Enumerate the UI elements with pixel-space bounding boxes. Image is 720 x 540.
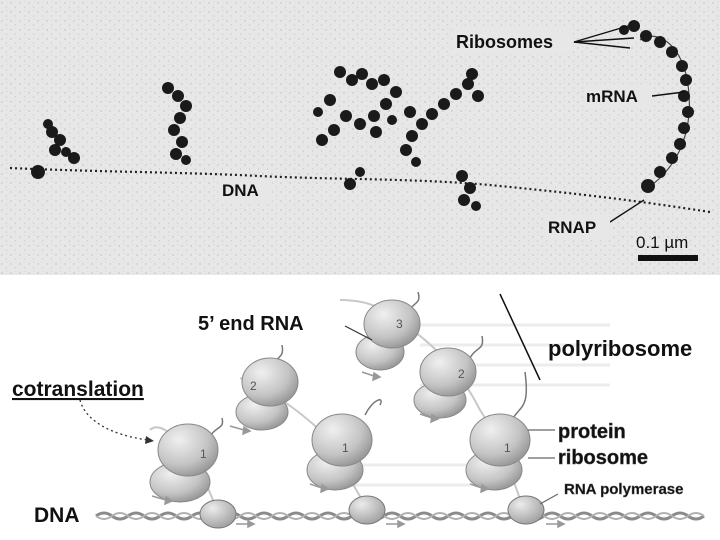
ribosomes-pointer-a — [573, 25, 629, 43]
rna-polymerases — [199, 495, 545, 529]
scale-bar-label: 0.1 µm — [636, 233, 688, 252]
rnap-label-bg — [546, 214, 610, 238]
rna-polymerase-label: RNA polymerase — [564, 481, 684, 498]
ribosome-number: 2 — [458, 367, 465, 381]
dna-label: DNA — [222, 181, 259, 200]
rna-polymerase-pointer — [539, 493, 559, 505]
protein-label: protein — [558, 421, 626, 443]
ribosome-number: 1 — [504, 441, 511, 455]
mrna-label-bg — [584, 84, 652, 108]
rna-polymerase-2 — [348, 495, 386, 525]
polyribosome-label: polyribosome — [548, 336, 692, 361]
scale-bar — [638, 255, 698, 261]
ribosomes-pointer-b — [573, 37, 635, 43]
polysome-cluster-1 — [31, 119, 80, 179]
dna-label-bg — [218, 178, 272, 202]
ribosome-group-4: 3 — [355, 299, 421, 371]
schematic-diagram: 1 2 1 3 2 1 — [0, 282, 720, 540]
dna-helix-strand-2 — [95, 512, 705, 520]
rna-polymerase-3 — [507, 495, 545, 525]
cotranslation-arrowhead — [145, 436, 154, 444]
polysome-cluster-4 — [344, 68, 484, 190]
five-prime-pointer — [344, 325, 373, 341]
cotranslation-pointer — [79, 399, 149, 441]
ribosomes-label-bg — [452, 28, 572, 54]
electron-micrograph: Ribosomes mRNA DNA RNAP 0.1 µm — [0, 0, 720, 275]
schematic-dna-label: DNA — [34, 504, 80, 527]
ribosome-group-5: 2 — [413, 347, 477, 419]
ribosome-label: ribosome — [558, 447, 648, 469]
polysome-cluster-5 — [456, 170, 481, 211]
ribosome-large-subunit — [419, 347, 477, 397]
ribosome-number: 1 — [342, 441, 349, 455]
ribosome-number: 2 — [250, 379, 257, 393]
movement-arrows — [151, 371, 566, 529]
ribosome-large-subunit — [363, 299, 421, 349]
polysome-cluster-2 — [162, 82, 192, 165]
ribosome-group-6: 1 — [465, 413, 531, 491]
ribosome-number: 1 — [200, 447, 207, 461]
rnap-label: RNAP — [548, 218, 596, 237]
polysome-cluster-3 — [313, 66, 402, 146]
ribosome-large-subunit — [241, 357, 299, 407]
cotranslation-label: cotranslation — [12, 378, 144, 401]
ribosome-group-3: 1 — [306, 413, 373, 491]
polyribosome-bracket — [499, 293, 541, 381]
polysome-cluster-6 — [619, 20, 694, 193]
ribosomes-pointer-c — [573, 41, 631, 49]
rnap-pointer — [609, 199, 645, 223]
ribosome-large-subunit — [469, 413, 531, 467]
ribosome-number: 3 — [396, 317, 403, 331]
five-prime-rna-label: 5’ end RNA — [198, 313, 304, 335]
ribosome-group-1: 1 — [149, 423, 219, 503]
ribosome-large-subunit — [157, 423, 219, 477]
mrna-pointer — [651, 91, 685, 97]
ribosomes-label: Ribosomes — [456, 32, 553, 52]
rna-polymerase-1 — [199, 499, 237, 529]
dna-strand — [9, 166, 711, 214]
ribosome-large-subunit — [311, 413, 373, 467]
micrograph-background — [0, 0, 720, 275]
ribosome-group-2: 2 — [235, 357, 299, 431]
mrna-label: mRNA — [586, 87, 638, 106]
